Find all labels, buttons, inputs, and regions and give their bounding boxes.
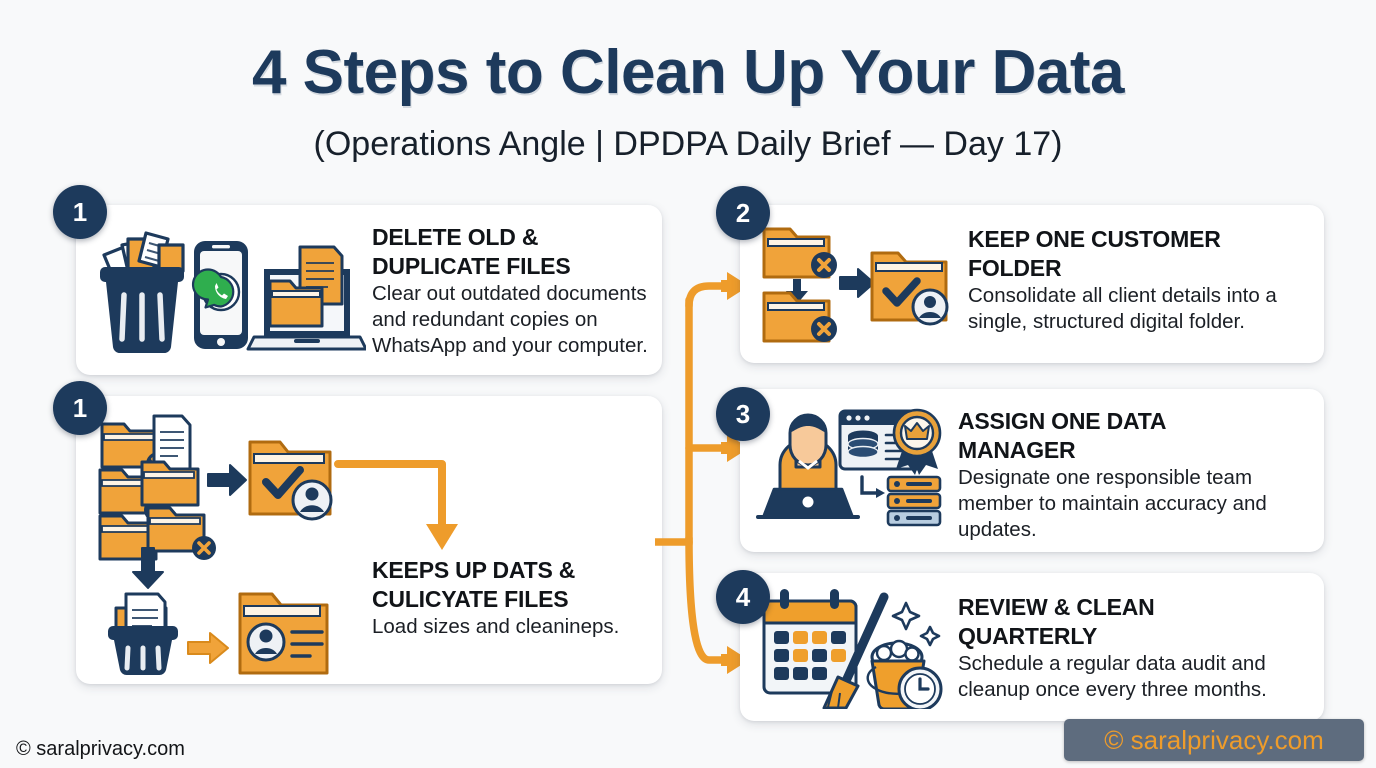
- folder-x-icon: [762, 291, 837, 343]
- step-3-illustration: [762, 227, 949, 343]
- duplicate-folders-x-icon: [98, 414, 218, 562]
- trash-bin-with-documents-icon: [108, 592, 178, 676]
- calendar-icon: [762, 589, 858, 695]
- step-card-4[interactable]: ASSIGN ONE DATA MANAGER Designate one re…: [740, 389, 1324, 552]
- arrow-right-icon: [187, 632, 229, 664]
- step-badge-3: 2: [716, 186, 770, 240]
- step-2-illustration: [98, 414, 333, 676]
- page-title: 4 Steps to Clean Up Your Data: [251, 38, 1125, 107]
- step-1-title: DELETE OLD & DUPLICATE FILES: [372, 224, 571, 279]
- step-1-body: Clear out outdated documents and redunda…: [372, 282, 648, 358]
- step-2-title: KEEPS UP DATS & CULICYATE FILES: [372, 557, 576, 612]
- page-subtitle: (Operations Angle | DPDPA Daily Brief — …: [313, 125, 1063, 163]
- step-4-title: ASSIGN ONE DATA MANAGER: [958, 408, 1166, 463]
- verified-folder-user-icon: [870, 251, 949, 326]
- step-5-illustration: [762, 589, 943, 709]
- server-stack-icon: [886, 475, 942, 527]
- smartphone-whatsapp-icon: [191, 241, 248, 349]
- step-card-1[interactable]: DELETE OLD & DUPLICATE FILES Clear out o…: [76, 205, 662, 375]
- step-badge-5: 4: [716, 570, 770, 624]
- verified-folder-user-icon: [248, 440, 333, 521]
- step-card-5[interactable]: REVIEW & CLEAN QUARTERLY Schedule a regu…: [740, 573, 1324, 721]
- sparkle-icon: [891, 601, 941, 647]
- award-ribbon-icon: [892, 408, 942, 475]
- step-5-body: Schedule a regular data audit and cleanu…: [958, 652, 1267, 702]
- arrow-right-icon: [839, 268, 875, 298]
- step-badge-1: 1: [53, 185, 107, 239]
- watermark-badge: © saralprivacy.com: [1064, 719, 1364, 761]
- step-1-illustration: [100, 231, 366, 354]
- database-icon: [847, 430, 879, 459]
- step-card-3[interactable]: KEEP ONE CUSTOMER FOLDER Consolidate all…: [740, 205, 1324, 363]
- clock-icon: [897, 666, 943, 709]
- laptop-folder-icon: [246, 245, 366, 351]
- customer-folder-icon: [238, 592, 329, 675]
- copyright-text: © saralprivacy.com: [16, 738, 185, 760]
- person-at-laptop-icon: [756, 413, 860, 519]
- step-2-body: Load sizes and cleanineps.: [372, 615, 620, 638]
- arrow-down-right-icon: [860, 475, 885, 498]
- step-3-title: KEEP ONE CUSTOMER FOLDER: [968, 226, 1221, 281]
- branching-arrow-connector: [655, 272, 749, 674]
- folder-x-icon: [762, 227, 837, 279]
- elbow-arrow-icon: [334, 460, 458, 550]
- step-3-body: Consolidate all client details into a si…: [968, 284, 1277, 334]
- step-4-body: Designate one responsible team member to…: [958, 466, 1267, 542]
- step-5-title: REVIEW & CLEAN QUARTERLY: [958, 594, 1155, 649]
- arrow-down-icon: [132, 547, 164, 589]
- step-badge-2: 1: [53, 381, 107, 435]
- step-4-illustration: [756, 408, 942, 527]
- arrow-right-icon: [207, 464, 247, 496]
- trash-bin-with-documents-icon: [100, 231, 185, 354]
- arrow-down-icon: [786, 279, 808, 304]
- step-badge-4: 3: [716, 387, 770, 441]
- broom-icon: [822, 592, 889, 709]
- step-card-2[interactable]: KEEPS UP DATS & CULICYATE FILES Load siz…: [76, 396, 662, 684]
